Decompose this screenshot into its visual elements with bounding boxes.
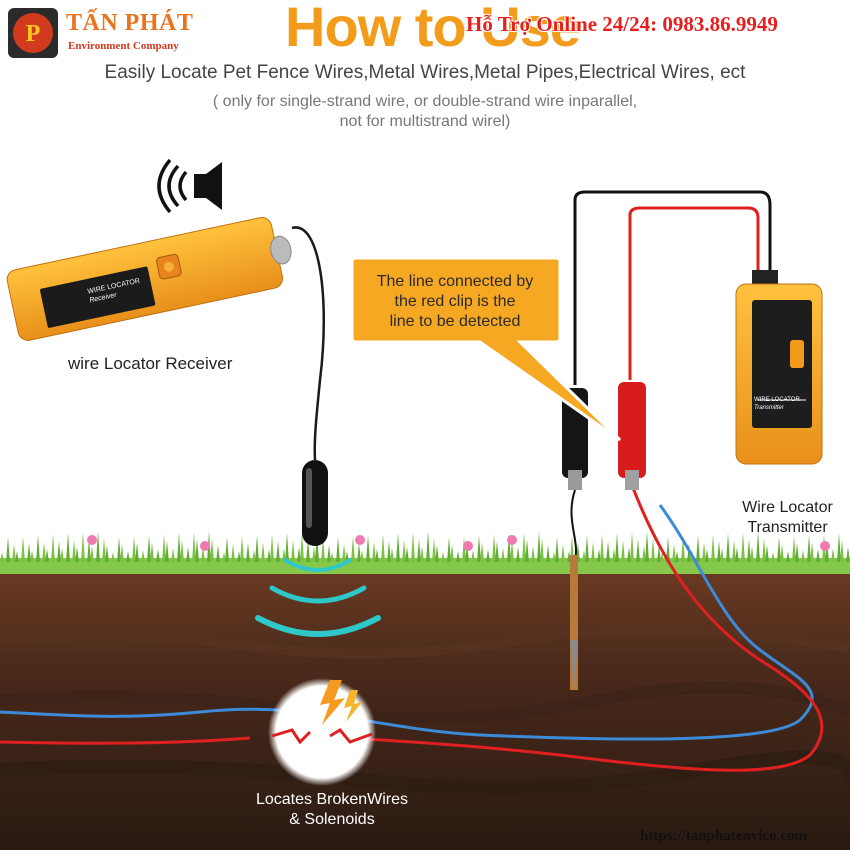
soil-layer-line	[0, 750, 850, 795]
signal-waves	[255, 558, 381, 637]
receiver-label: wire Locator Receiver	[68, 354, 233, 373]
flower	[87, 535, 97, 545]
receiver-probe	[302, 460, 328, 546]
brand-name: TẤN PHÁT	[66, 10, 194, 36]
probe-highlight	[306, 468, 312, 528]
broken-wires-line-2: & Solenoids	[289, 811, 375, 828]
broken-wire-strand	[329, 728, 373, 744]
callout-bubble	[350, 256, 622, 442]
black-clip-cable	[573, 190, 772, 385]
blue-wire	[0, 504, 814, 741]
red-wire	[289, 479, 824, 772]
usage-note-line-2: not for multistrand wirel)	[339, 113, 511, 130]
flower	[820, 541, 830, 551]
transmitter-label: Wire Locator Transmitter	[730, 498, 845, 538]
callout-text: The line connected by the red clip is th…	[355, 272, 555, 332]
usage-note-line-1: ( only for single-strand wire, or double…	[212, 93, 638, 110]
broken-wires-label: Locates BrokenWires & Solenoids	[232, 790, 432, 830]
website-link[interactable]: https://tanphatenvico.com	[640, 828, 808, 844]
flower	[355, 535, 365, 545]
transmitter-device-label: WIRE LOCATOR Transmitter	[754, 397, 800, 411]
broken-wires-line-1: Locates BrokenWires	[255, 791, 409, 808]
svg-text:P: P	[26, 21, 41, 47]
clip-lead	[570, 489, 577, 561]
callout-line-2: the red clip is the	[394, 293, 516, 310]
page-title: How to Use	[285, 0, 581, 58]
tan-phat-logo-icon: P	[8, 8, 58, 58]
ground-rod	[570, 555, 578, 690]
soil-layer-line	[0, 681, 850, 724]
red-clip	[618, 382, 646, 490]
spark-icon	[344, 690, 362, 722]
usage-note: ( only for single-strand wire, or double…	[0, 92, 850, 132]
transmitter-device	[735, 270, 823, 465]
flower	[507, 535, 517, 545]
callout-line-1: The line connected by	[376, 273, 534, 290]
brand-subtitle: Environment Company	[68, 40, 179, 52]
broken-wire-strand	[271, 728, 312, 745]
callout-line-3: line to be detected	[389, 313, 521, 330]
ground-rod-tip	[570, 640, 578, 690]
soil-layer-line	[0, 624, 850, 659]
red-wire-broken-end	[0, 736, 251, 745]
transmitter-label-line-1: Wire Locator	[742, 499, 833, 516]
hotline-text[interactable]: Hỗ Trợ Online 24/24: 0983.86.9949	[466, 12, 778, 36]
transmitter-label-line-2: Transmitter	[747, 519, 828, 536]
spark-icon	[320, 680, 345, 725]
grass-blades	[0, 531, 850, 562]
receiver-cable	[291, 226, 325, 461]
flowers	[87, 535, 830, 551]
red-clip-cable	[628, 206, 760, 380]
receiver-device	[6, 217, 292, 341]
page-subtitle: Easily Locate Pet Fence Wires,Metal Wire…	[104, 62, 746, 83]
flower	[463, 541, 473, 551]
flower	[200, 541, 210, 551]
speaker-icon	[157, 158, 222, 214]
